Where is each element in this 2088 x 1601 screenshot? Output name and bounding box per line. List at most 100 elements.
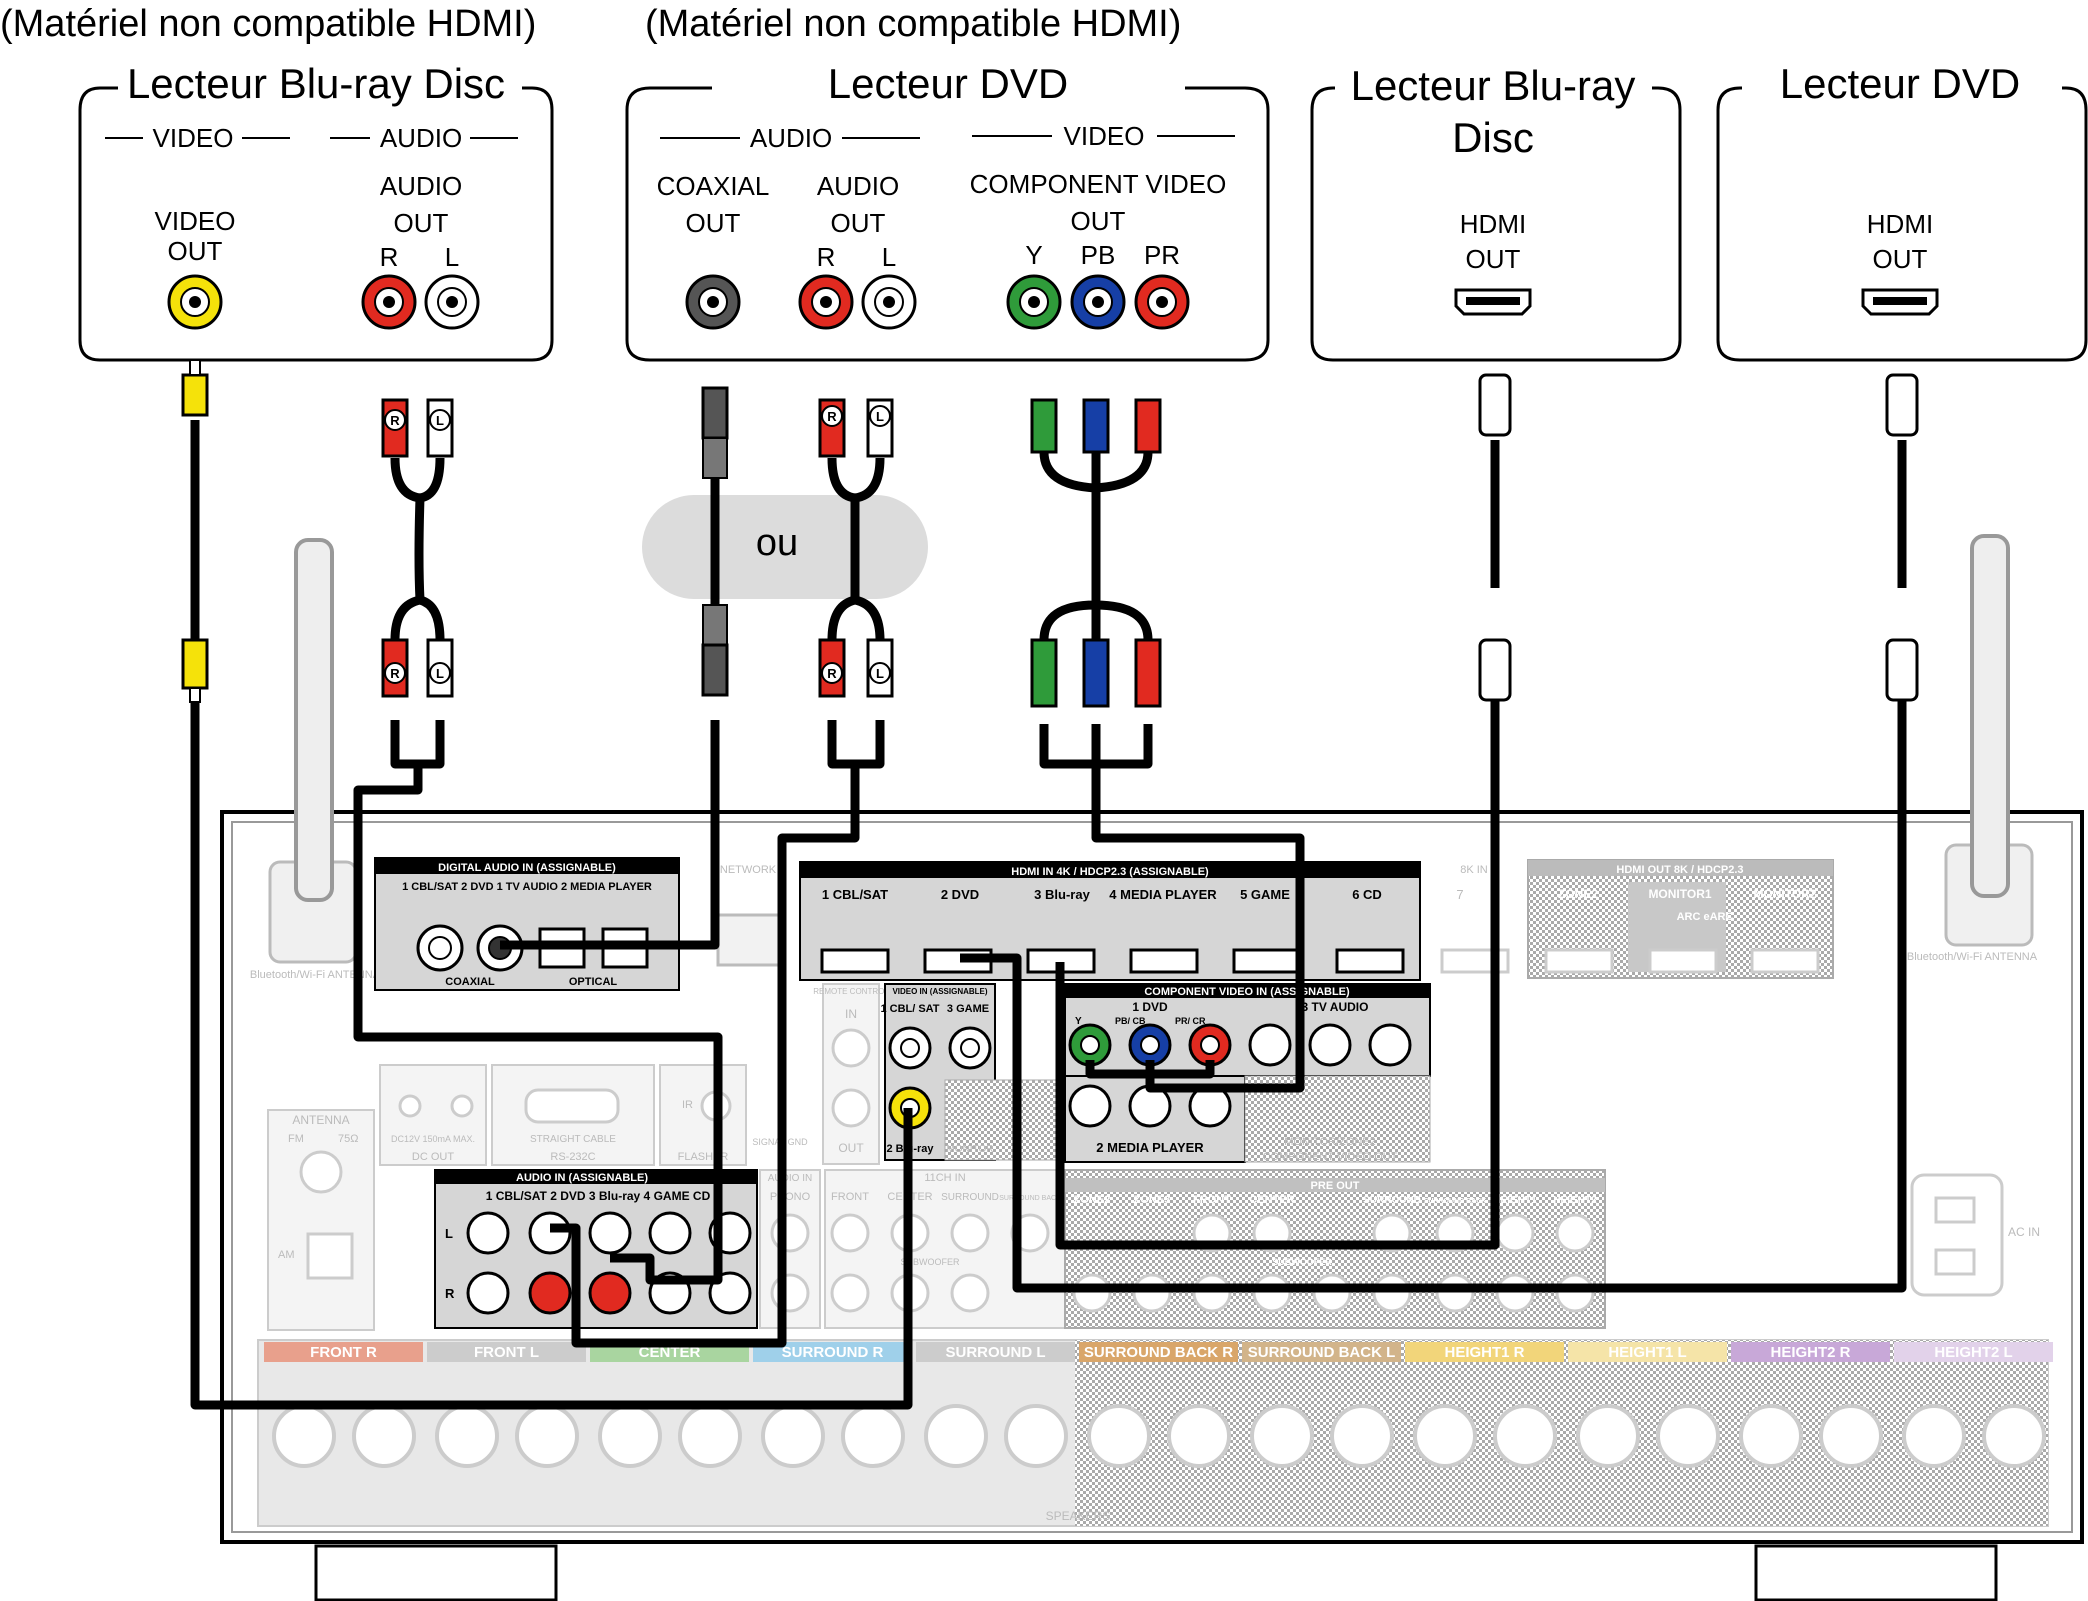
speaker-label: HEIGHT2 L — [1934, 1344, 2012, 1361]
speaker-label: SURROUND L — [946, 1344, 1046, 1361]
cable-dvd-hdmi-to-receiver — [960, 700, 1907, 1293]
speaker-terminal — [515, 1404, 579, 1468]
plug-hdmi-bd-top — [1478, 373, 1512, 437]
bd-audio-out-label2: OUT — [394, 208, 449, 238]
svg-text:STRAIGHT CABLE: STRAIGHT CABLE — [530, 1134, 616, 1145]
svg-text:ANTENNA: ANTENNA — [292, 1113, 349, 1127]
cable-dvd-audio-to-receiver — [550, 720, 885, 1348]
bd-r-label: R — [380, 242, 399, 272]
dvd-y-label: Y — [1025, 240, 1042, 270]
svg-text:AUDIO IN (ASSIGNABLE): AUDIO IN (ASSIGNABLE) — [516, 1172, 648, 1184]
speaker-label-bg — [1242, 1342, 1401, 1362]
antenna-block: ANTENNA FM 75Ω AM — [267, 1109, 375, 1331]
speaker-label-bg — [427, 1342, 586, 1362]
svg-text:DC12V 150mA MAX.: DC12V 150mA MAX. — [391, 1134, 475, 1144]
svg-text:FRONT: FRONT — [1193, 1194, 1231, 1206]
svg-text:FM: FM — [288, 1133, 304, 1145]
svg-text:8K IN: 8K IN — [1460, 864, 1488, 876]
svg-text:PRE OUT: PRE OUT — [1311, 1180, 1360, 1192]
svg-text:OUT: OUT — [838, 1141, 864, 1155]
plug-coaxial-top — [701, 386, 729, 479]
bt-antenna-left: Bluetooth/Wi-Fi ANTENNA — [250, 538, 381, 981]
dvd-audio-label: AUDIO — [817, 171, 899, 201]
svg-text:AC IN: AC IN — [2008, 1225, 2040, 1239]
svg-text:1 CBL/SAT: 1 CBL/SAT — [822, 887, 888, 902]
dvd-coaxial-label: COAXIAL — [657, 171, 770, 201]
plugs: R L R L R L R L — [181, 359, 1919, 708]
speaker-label: HEIGHT2 R — [1770, 1344, 1850, 1361]
dvd-hdmi-label: HDMI — [1867, 209, 1933, 239]
svg-text:1 CBL/SAT 2 DVD 3 Blu-ray 4: 1 CBL/SAT 2 DVD 3 Blu-ray 4 GAME CD — [486, 1189, 711, 1203]
plug-dvd-l-bottom: L — [866, 638, 894, 698]
speaker-terminal — [1819, 1404, 1883, 1468]
dvd-hdmi-label2: OUT — [1873, 244, 1928, 274]
plug-hdmi-dvd-top — [1885, 373, 1919, 437]
device-bd-hdmi: Lecteur Blu-ray Disc HDMI OUT — [1310, 62, 1682, 362]
or-label: ou — [756, 522, 798, 564]
speaker-terminal — [598, 1404, 662, 1468]
bd-section-video: VIDEO — [153, 123, 234, 153]
dvd-analog-title: Lecteur DVD — [828, 60, 1068, 107]
speaker-terminal — [352, 1404, 416, 1468]
svg-text:SUBWOOFER: SUBWOOFER — [1272, 1257, 1332, 1267]
dvd-hdmi-title: Lecteur DVD — [1780, 60, 2020, 107]
cable-bd-audio-split — [390, 457, 445, 641]
speaker-terminal — [761, 1404, 825, 1468]
svg-text:OPTICAL: OPTICAL — [569, 976, 618, 988]
speaker-label-bg — [753, 1342, 912, 1362]
speaker-label-bg — [1405, 1342, 1564, 1362]
svg-text:AM: AM — [278, 1249, 295, 1261]
svg-text:75Ω: 75Ω — [338, 1133, 358, 1145]
svg-text:R: R — [827, 666, 837, 681]
speaker-terminal — [1167, 1404, 1231, 1468]
svg-text:REMOTE CONTROL: REMOTE CONTROL — [813, 987, 889, 996]
dvd-pb-jack — [1070, 274, 1126, 330]
speaker-label: HEIGHT1 L — [1608, 1344, 1686, 1361]
dvd-coaxial-label2: OUT — [686, 208, 741, 238]
device-bd-analog: Lecteur Blu-ray Disc VIDEO AUDIO VIDEO O… — [78, 60, 554, 362]
svg-text:R: R — [390, 413, 400, 428]
speaker-label: SURROUND BACK R — [1084, 1344, 1233, 1361]
dvd-component-label2: OUT — [1071, 206, 1126, 236]
receiver-foot-right — [1754, 1544, 1998, 1601]
audio-in-block: AUDIO IN (ASSIGNABLE) 1 CBL/SAT 2 DVD 3 … — [434, 1169, 758, 1329]
dvd-section-audio: AUDIO — [750, 123, 832, 153]
device-dvd-hdmi: Lecteur DVD HDMI OUT — [1716, 60, 2088, 362]
network-port: NETWORK — [716, 864, 782, 967]
svg-text:ZONE2: ZONE2 — [1074, 1194, 1111, 1206]
dvd-pr-jack — [1134, 274, 1190, 330]
svg-text:SURROUND: SURROUND — [1363, 1195, 1421, 1206]
svg-text:HEIGHT2: HEIGHT2 — [1553, 1195, 1597, 1206]
dvd-r-label: R — [817, 242, 836, 272]
svg-text:SURROUND: SURROUND — [941, 1192, 999, 1203]
cable-bd-video-to-receiver — [190, 700, 913, 1410]
speaker-label: SURROUND R — [782, 1344, 884, 1361]
bd-audio-out-label: AUDIO — [380, 171, 462, 201]
plug-yellow-top — [181, 359, 209, 417]
svg-text:SPEAKERS: SPEAKERS — [1046, 1509, 1111, 1523]
speaker-terminal — [1250, 1404, 1314, 1468]
plug-comp-pb-top — [1082, 398, 1110, 454]
dvd-l-label: L — [882, 242, 896, 272]
bd-l-label: L — [445, 242, 459, 272]
plug-bd-l-top: L — [426, 398, 454, 458]
cable-bd-hdmi-to-receiver — [1055, 700, 1500, 1250]
svg-text:ZONE3: ZONE3 — [1134, 1194, 1171, 1206]
dvd-pr-label: PR — [1144, 240, 1180, 270]
plug-bd-l-bottom: L — [426, 638, 454, 698]
plug-dvd-r-bottom: R — [818, 638, 846, 698]
dvd-pb-label: PB — [1081, 240, 1116, 270]
svg-text:NETWORK: NETWORK — [720, 864, 777, 876]
plug-coaxial-bottom — [701, 604, 729, 697]
digital-audio-in-block: DIGITAL AUDIO IN (ASSIGNABLE) 1 CBL/SAT … — [374, 857, 680, 991]
svg-text:Y: Y — [1075, 1016, 1082, 1027]
speaker-terminal — [272, 1404, 336, 1468]
svg-text:ARC eARC: ARC eARC — [1677, 911, 1734, 923]
cable-dvd-audio-split — [827, 457, 885, 641]
speaker-terminal — [924, 1404, 988, 1468]
speaker-terminal — [1413, 1404, 1477, 1468]
svg-text:HDMI IN 4K / HDCP2.3 (ASS: HDMI IN 4K / HDCP2.3 (ASSIGNABLE) — [1011, 866, 1209, 878]
svg-text:L: L — [436, 666, 444, 681]
